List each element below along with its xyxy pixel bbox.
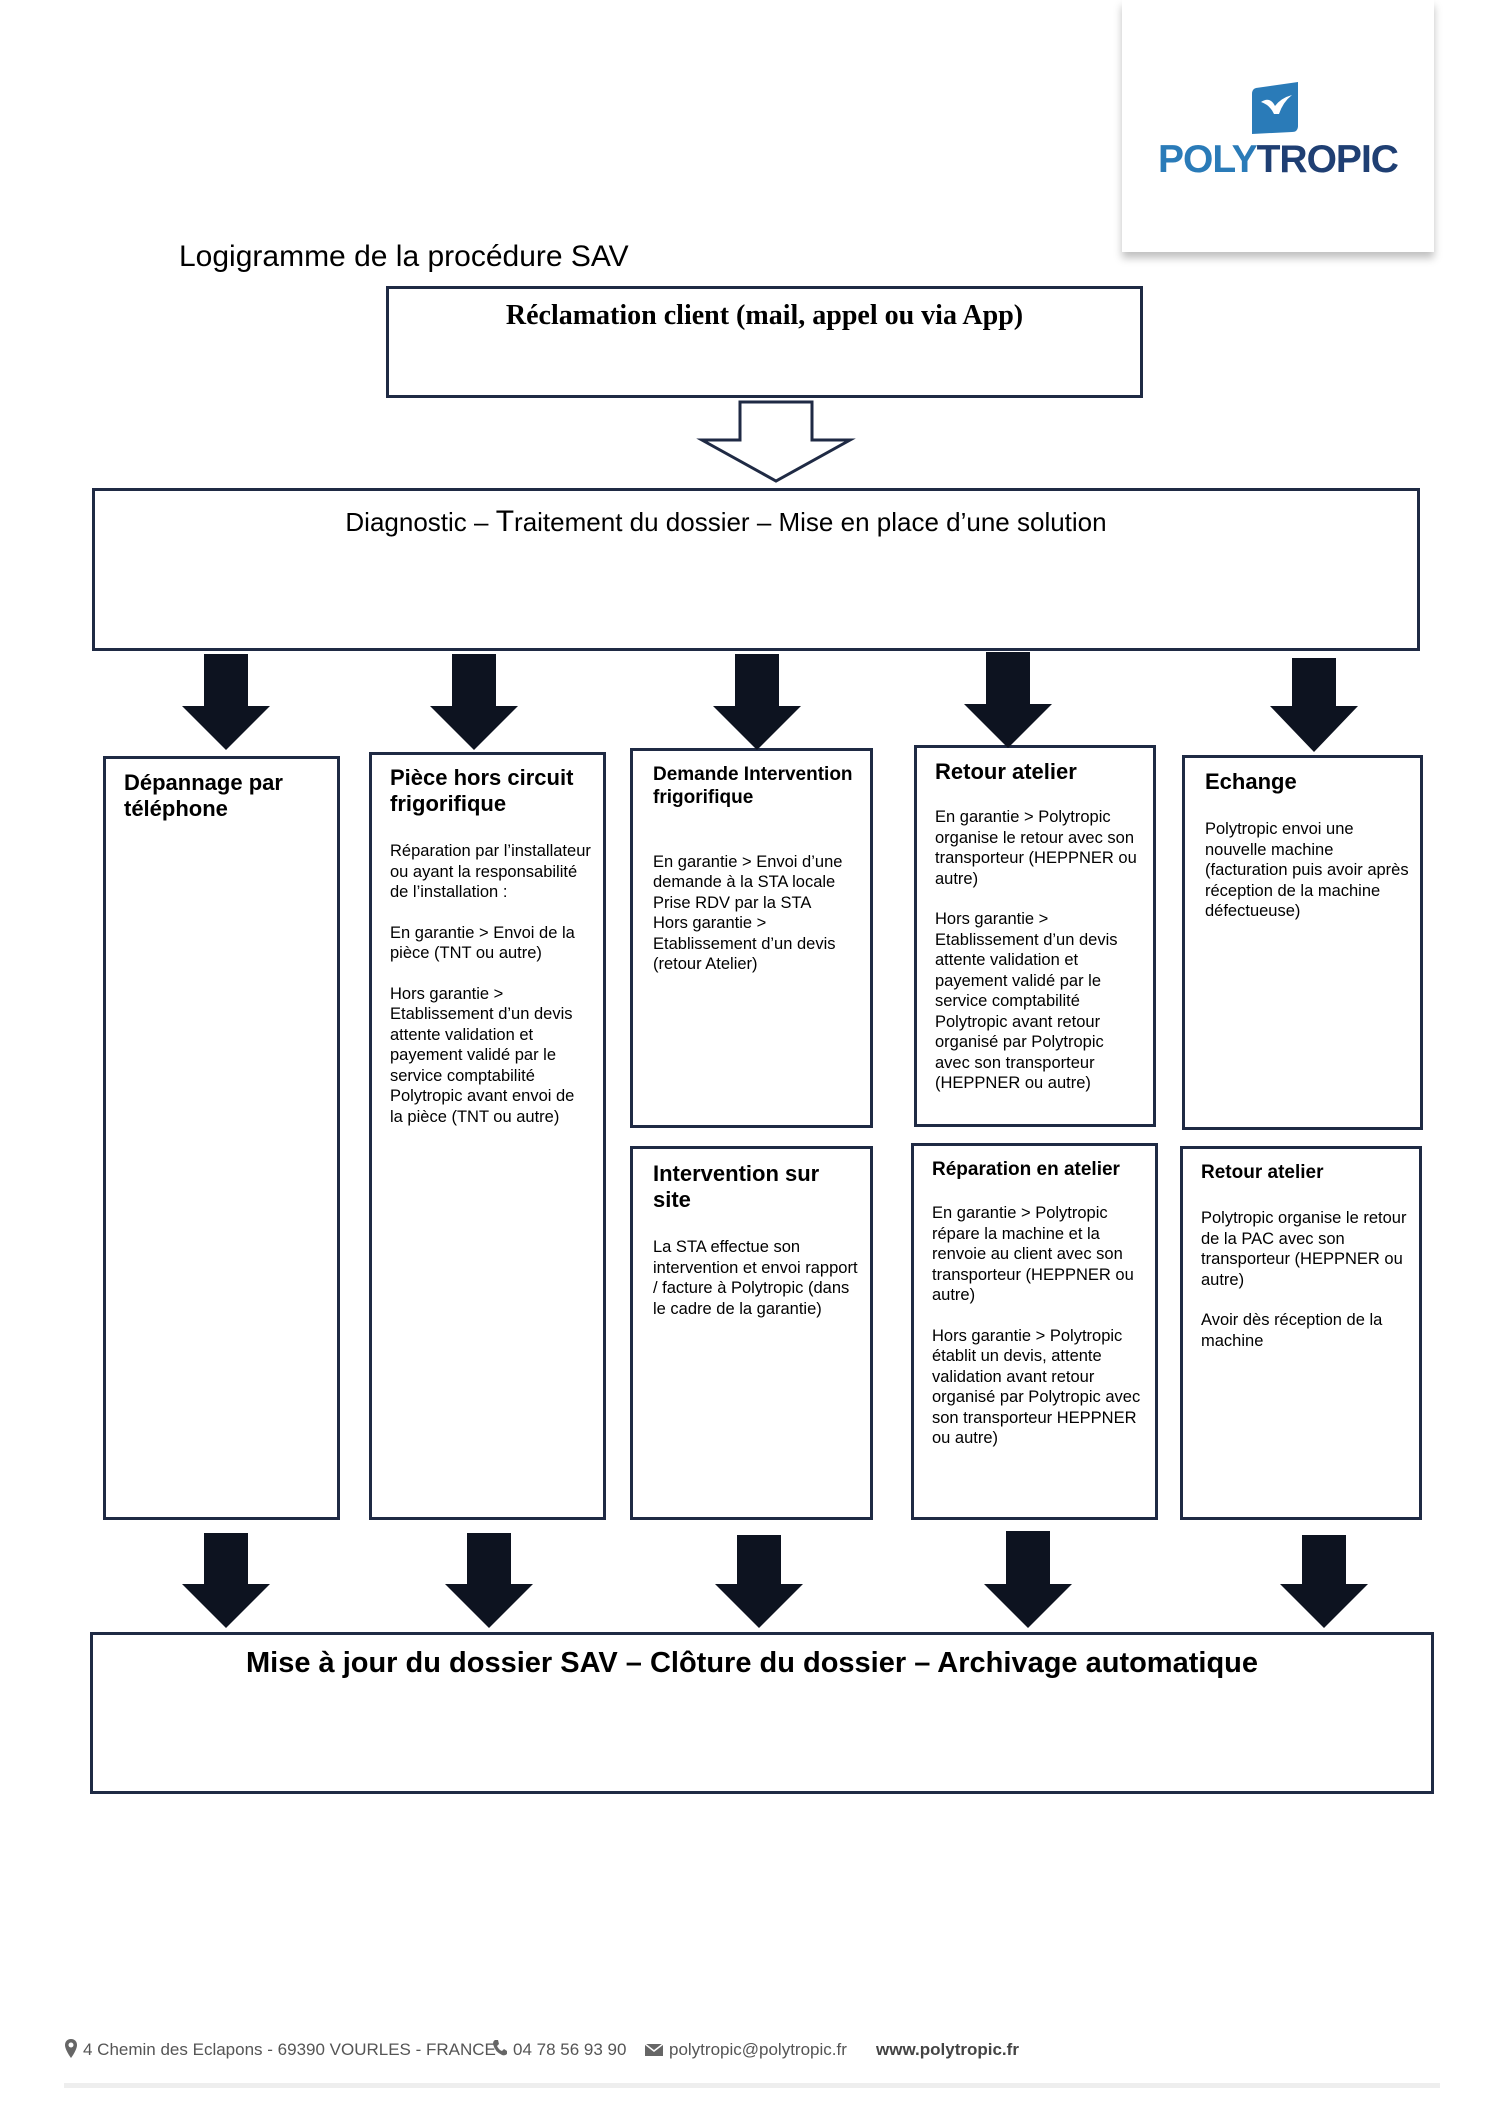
footer-email[interactable]: polytropic@polytropic.fr <box>669 2040 847 2059</box>
on-site-intervention-text-1: La STA effectue son intervention et envo… <box>653 1238 858 1318</box>
exchange-text-1: Polytropic envoi une nouvelle machine (f… <box>1205 820 1409 920</box>
polytropic-bird-logo-icon <box>1252 82 1298 134</box>
phone-troubleshooting-heading: Dépannage par téléphone <box>124 770 283 821</box>
customer-claim-label: Réclamation client (mail, appel ou via A… <box>505 300 1024 331</box>
out-of-circuit-part-heading: Pièce hors circuit frigorifique <box>390 765 574 816</box>
diagnostic-label-big-letter: T <box>495 505 515 538</box>
exchange-box: Echange Polytropic envoi une nouvelle ma… <box>1182 755 1423 1130</box>
out-of-circuit-part-text-2: En garantie > Envoi de la pièce (TNT ou … <box>390 923 575 963</box>
footer-divider <box>64 2083 1440 2088</box>
workshop-return-heading: Retour atelier <box>935 759 1077 784</box>
footer-address: 4 Chemin des Eclapons - 69390 VOURLES - … <box>83 2040 496 2059</box>
down-arrow-icon <box>713 654 801 750</box>
workshop-return-2-body: Polytropic organise le retour de la PAC … <box>1183 1184 1419 1351</box>
workshop-return-text-1: En garantie > Polytropic organise le ret… <box>935 808 1137 888</box>
down-arrow-icon <box>182 1533 270 1628</box>
closing-box: Mise à jour du dossier SAV – Clôture du … <box>90 1632 1434 1794</box>
workshop-repair-text-2: Hors garantie > Polytropic établit un de… <box>932 1326 1141 1448</box>
out-of-circuit-part-text-1: Réparation par l’installateur ou ayant l… <box>390 842 591 901</box>
phone-troubleshooting-box: Dépannage par téléphone <box>103 756 340 1520</box>
phone-icon <box>492 2039 508 2062</box>
workshop-return-text-2: Hors garantie > Etablissement d’un devis… <box>935 910 1118 1092</box>
brand-name-part1: POLY <box>1158 138 1258 181</box>
location-pin-icon <box>64 2038 78 2065</box>
footer-phone: 04 78 56 93 90 <box>513 2040 627 2059</box>
diagnostic-label-suffix: raitement du dossier – Mise en place d’u… <box>514 507 1107 537</box>
logo-card: POLYTROPIC <box>1122 0 1434 252</box>
out-of-circuit-part-text-3: Hors garantie > Etablissement d’un devis… <box>390 984 575 1126</box>
workshop-return-2-text-2: Avoir dès réception de la machine <box>1201 1311 1383 1350</box>
customer-claim-box: Réclamation client (mail, appel ou via A… <box>386 286 1143 398</box>
refrigeration-request-text-1: En garantie > Envoi d’une demande à la S… <box>653 852 843 974</box>
on-site-intervention-body: La STA effectue son intervention et envo… <box>633 1213 870 1319</box>
down-arrow-icon <box>964 652 1052 748</box>
workshop-return-box: Retour atelier En garantie > Polytropic … <box>914 745 1156 1127</box>
on-site-intervention-box: Intervention sur site La STA effectue so… <box>630 1146 873 1520</box>
exchange-body: Polytropic envoi une nouvelle machine (f… <box>1185 795 1420 922</box>
workshop-return-2-box: Retour atelier Polytropic organise le re… <box>1180 1146 1422 1520</box>
workshop-return-2-heading: Retour atelier <box>1201 1162 1324 1183</box>
down-arrow-icon <box>445 1533 533 1628</box>
diagnostic-box: Diagnostic – Traitement du dossier – Mis… <box>92 488 1420 651</box>
workshop-repair-box: Réparation en atelier En garantie > Poly… <box>911 1143 1158 1520</box>
out-of-circuit-part-box: Pièce hors circuit frigorifique Réparati… <box>369 752 606 1520</box>
down-arrow-icon <box>182 654 270 750</box>
diagnostic-label: Diagnostic – Traitement du dossier – Mis… <box>35 505 1417 539</box>
outline-down-arrow-icon <box>696 400 856 483</box>
workshop-repair-body: En garantie > Polytropic répare la machi… <box>914 1181 1155 1449</box>
refrigeration-request-body: En garantie > Envoi d’une demande à la S… <box>633 809 870 995</box>
workshop-repair-heading: Réparation en atelier <box>932 1159 1120 1180</box>
down-arrow-icon <box>715 1535 803 1628</box>
workshop-repair-text-1: En garantie > Polytropic répare la machi… <box>932 1204 1134 1304</box>
down-arrow-icon <box>1270 658 1358 752</box>
out-of-circuit-part-body: Réparation par l’installateur ou ayant l… <box>372 817 603 1127</box>
footer-website[interactable]: www.polytropic.fr <box>876 2040 1019 2059</box>
brand-name: POLYTROPIC <box>1158 138 1399 182</box>
down-arrow-icon <box>1280 1535 1368 1628</box>
brand-name-part2: TROPIC <box>1256 138 1399 181</box>
workshop-return-body: En garantie > Polytropic organise le ret… <box>917 785 1153 1094</box>
workshop-return-2-text-1: Polytropic organise le retour de la PAC … <box>1201 1209 1407 1289</box>
diagnostic-label-prefix: Diagnostic – <box>345 507 496 537</box>
refrigeration-request-heading: Demande Intervention frigorifique <box>653 764 853 808</box>
exchange-heading: Echange <box>1205 769 1297 794</box>
down-arrow-icon <box>430 654 518 750</box>
down-arrow-icon <box>984 1531 1072 1628</box>
on-site-intervention-heading: Intervention sur site <box>653 1161 820 1212</box>
email-icon <box>644 2042 664 2062</box>
page-title: Logigramme de la procédure SAV <box>179 240 629 273</box>
closing-label: Mise à jour du dossier SAV – Clôture du … <box>245 1647 1258 1679</box>
refrigeration-request-box: Demande Intervention frigorifique En gar… <box>630 748 873 1128</box>
